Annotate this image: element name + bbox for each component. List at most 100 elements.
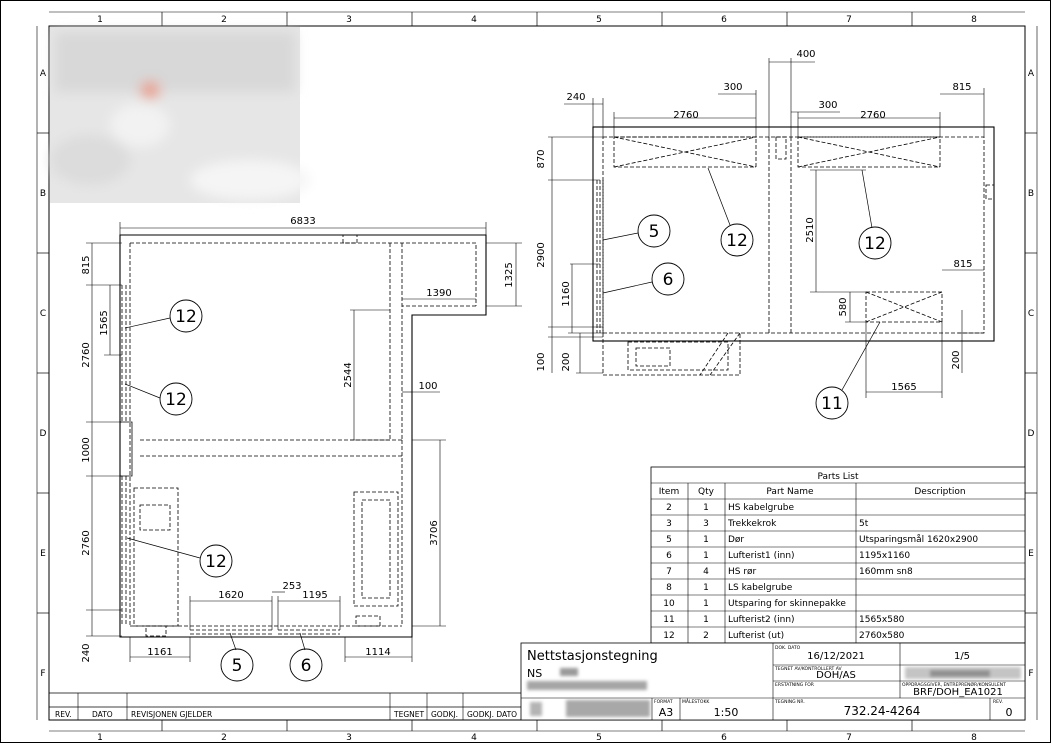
left-floor-plan [86, 222, 522, 682]
callout-11: 11 [821, 394, 843, 414]
scale-value: 1:50 [714, 706, 739, 719]
dim-1161: 1161 [147, 647, 172, 658]
callout-12: 12 [205, 552, 227, 572]
parts-list-cell: 2760x580 [859, 631, 905, 641]
parts-list-cell: Lufterist1 (inn) [728, 551, 795, 561]
dim-2510: 2510 [805, 217, 816, 242]
row-label: D [1028, 429, 1035, 439]
col-label: 7 [846, 15, 852, 25]
dim-2544: 2544 [343, 362, 354, 387]
parts-list-cell: 160mm sn8 [859, 567, 913, 577]
parts-list-cell: 1 [703, 503, 709, 513]
dim-580: 580 [838, 297, 849, 316]
dim-815: 815 [81, 255, 92, 274]
parts-list-cell: 4 [703, 567, 709, 577]
parts-list-cell: LS kabelgrube [728, 583, 793, 593]
dim-1565: 1565 [891, 382, 916, 393]
parts-list-header: Description [914, 487, 965, 497]
revision-header: GODKJ. DATO [467, 710, 517, 719]
col-label: 4 [471, 733, 477, 743]
row-label: A [1028, 69, 1035, 79]
dim-200: 200 [951, 350, 962, 369]
col-label: 8 [971, 15, 977, 25]
dim-100: 100 [536, 352, 547, 371]
oppdrag-value: BRF/DOH_EA1021 [913, 687, 1003, 698]
revision-header: REVISJONEN GJELDER [131, 710, 212, 719]
dim-100: 100 [418, 381, 437, 392]
parts-list-cell: 2 [703, 631, 709, 641]
parts-list-cell: Utsparingsmål 1620x2900 [859, 534, 978, 545]
parts-list-header: Qty [698, 487, 715, 497]
parts-list-cell: 3 [703, 519, 709, 529]
drawing-title: Nettstasjonstegning [527, 649, 658, 664]
dim-253: 253 [282, 581, 301, 592]
col-label: 2 [221, 733, 227, 743]
col-label: 4 [471, 15, 477, 25]
dim-1195: 1195 [302, 590, 327, 601]
sheet-number: 1/5 [954, 651, 970, 662]
parts-list-cell: 2 [666, 503, 672, 513]
dim-1325: 1325 [504, 262, 515, 287]
parts-list-header: Item [659, 487, 680, 497]
tegning-label: TEGNING NR. [774, 699, 805, 705]
parts-list-cell: Trekkekrok [727, 519, 777, 529]
title-block: Nettstasjonstegning NS DOK. DATO 16/12/2… [520, 642, 1026, 721]
col-label: 7 [846, 733, 852, 743]
dim-815: 815 [953, 259, 972, 270]
parts-list-cell: Lufterist (ut) [728, 631, 784, 641]
tegnet-value: DOH/AS [816, 670, 856, 681]
callout-5: 5 [649, 222, 660, 242]
parts-list-cell: Dør [728, 535, 744, 545]
dim-400: 400 [796, 49, 815, 60]
col-label: 1 [97, 15, 103, 25]
dim-815: 815 [952, 82, 971, 93]
dim-3706: 3706 [429, 520, 440, 545]
callout-12: 12 [726, 231, 748, 251]
dim-870: 870 [536, 149, 547, 168]
revision-header: GODKJ. [431, 710, 458, 719]
parts-list-title: Parts List [817, 472, 859, 482]
revision-block: REV. DATO REVISJONEN GJELDER TEGNET GODK… [49, 692, 521, 720]
parts-list-cell: 11 [663, 615, 674, 625]
right-floor-plan [548, 58, 995, 420]
format-value: A3 [659, 706, 674, 719]
parts-list-cell: HS rør [728, 567, 757, 577]
revision-header: REV. [55, 710, 72, 719]
parts-list-cell: 1 [703, 599, 709, 609]
col-label: 1 [97, 733, 103, 743]
row-label: B [40, 189, 46, 199]
dim-240: 240 [81, 643, 92, 662]
parts-list-cell: 1 [703, 535, 709, 545]
parts-list-cell: HS kabelgrube [728, 503, 794, 513]
col-label: 5 [596, 733, 602, 743]
revision-header: DATO [92, 710, 113, 719]
row-label: E [40, 549, 46, 559]
dim-2760: 2760 [860, 110, 885, 121]
dim-300: 300 [723, 82, 742, 93]
row-label: F [1028, 669, 1033, 679]
dim-2900: 2900 [536, 242, 547, 267]
col-label: 2 [221, 15, 227, 25]
row-label: C [1028, 309, 1034, 319]
erstatning-label: ERSTATNING FOR [775, 682, 814, 688]
parts-list-header: Part Name [766, 487, 814, 497]
callout-6: 6 [301, 656, 312, 676]
dok-dato: 16/12/2021 [807, 651, 865, 662]
col-label: 6 [721, 15, 727, 25]
parts-list-cell: 1 [703, 583, 709, 593]
callout-12: 12 [165, 390, 187, 410]
parts-list-cell: 5t [859, 519, 869, 529]
parts-list-cell: 1565x580 [859, 615, 905, 625]
row-label: F [40, 669, 45, 679]
callout-12: 12 [864, 234, 886, 254]
parts-list-cell: 3 [666, 519, 672, 529]
parts-list-cell: 5 [666, 535, 672, 545]
dim-1565: 1565 [99, 310, 110, 335]
dim-2760: 2760 [673, 110, 698, 121]
revision-header: TEGNET [393, 710, 424, 719]
blurred-site-photo [50, 27, 310, 203]
dim-1114: 1114 [365, 647, 390, 658]
dim-300: 300 [818, 100, 837, 111]
tegnet-label: TEGNET AV/KONTROLLERT AV [774, 666, 843, 672]
col-label: 6 [721, 733, 727, 743]
